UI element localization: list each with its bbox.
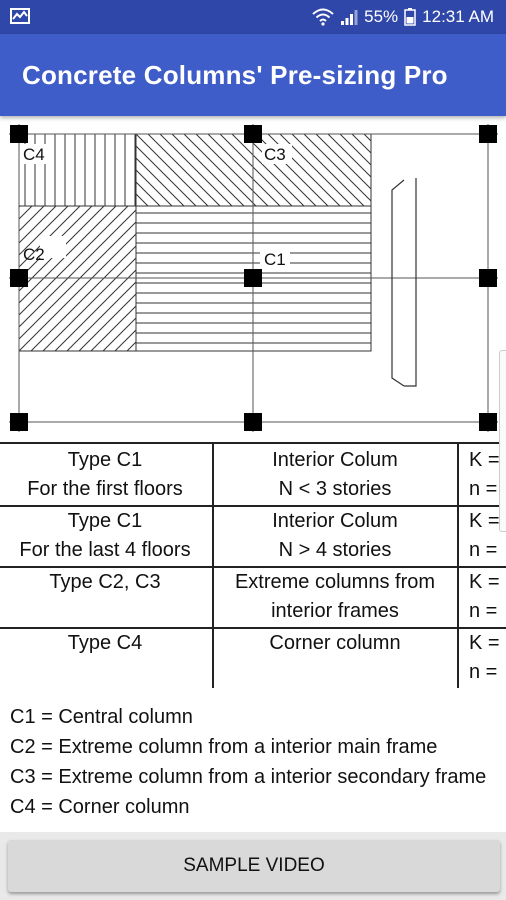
- label-c4: C4: [23, 145, 45, 164]
- label-c3: C3: [264, 145, 286, 164]
- type-cell: Type C4: [67, 632, 143, 654]
- app-title: Concrete Columns' Pre-sizing Pro: [22, 60, 448, 90]
- column-node: [479, 269, 497, 287]
- type-cell: Type C2, C3: [49, 571, 161, 593]
- legend-item: C1 = Central column: [10, 706, 193, 728]
- wifi-icon: [312, 8, 334, 26]
- app-bar: Concrete Columns' Pre-sizing Pro: [0, 34, 506, 116]
- legend-item: C2 = Extreme column from a interior main…: [10, 736, 438, 758]
- coefficient-cell: K = n =: [457, 627, 506, 688]
- coefficient-cell: K = n =: [457, 444, 506, 505]
- column-node: [244, 413, 262, 431]
- legend-item: C3 = Extreme column from a interior seco…: [10, 766, 487, 788]
- battery-percent: 55%: [364, 7, 399, 26]
- coefficient-cell: K = n =: [457, 505, 506, 566]
- break-line: [391, 178, 417, 387]
- description-cell: Corner column: [212, 627, 456, 688]
- column-node: [479, 125, 497, 143]
- signal-icon: [341, 10, 358, 25]
- legend-item: C4 = Corner column: [10, 796, 190, 818]
- activity-icon: [10, 8, 30, 24]
- scroll-indicator[interactable]: [499, 350, 506, 532]
- coefficient-cell: K = n =: [457, 566, 506, 627]
- column-node: [10, 269, 28, 287]
- floor-plan-diagram: C4 C3 C2 C1: [9, 124, 498, 432]
- label-c2: C2: [23, 245, 45, 264]
- column-node: [479, 413, 497, 431]
- label-c1: C1: [264, 250, 286, 269]
- column-node: [244, 125, 262, 143]
- column-node: [10, 413, 28, 431]
- bottom-bar: SAMPLE VIDEO: [0, 832, 506, 900]
- legend: C1 = Central column C2 = Extreme column …: [10, 702, 486, 822]
- sample-video-button[interactable]: SAMPLE VIDEO: [8, 840, 500, 892]
- battery-icon: [404, 8, 416, 26]
- column-node: [10, 125, 28, 143]
- column-node: [244, 269, 262, 287]
- status-bar: 55% 12:31 AM: [0, 0, 506, 34]
- table-row: Type C4 Corner column K = n =: [0, 627, 506, 688]
- clock: 12:31 AM: [422, 7, 494, 26]
